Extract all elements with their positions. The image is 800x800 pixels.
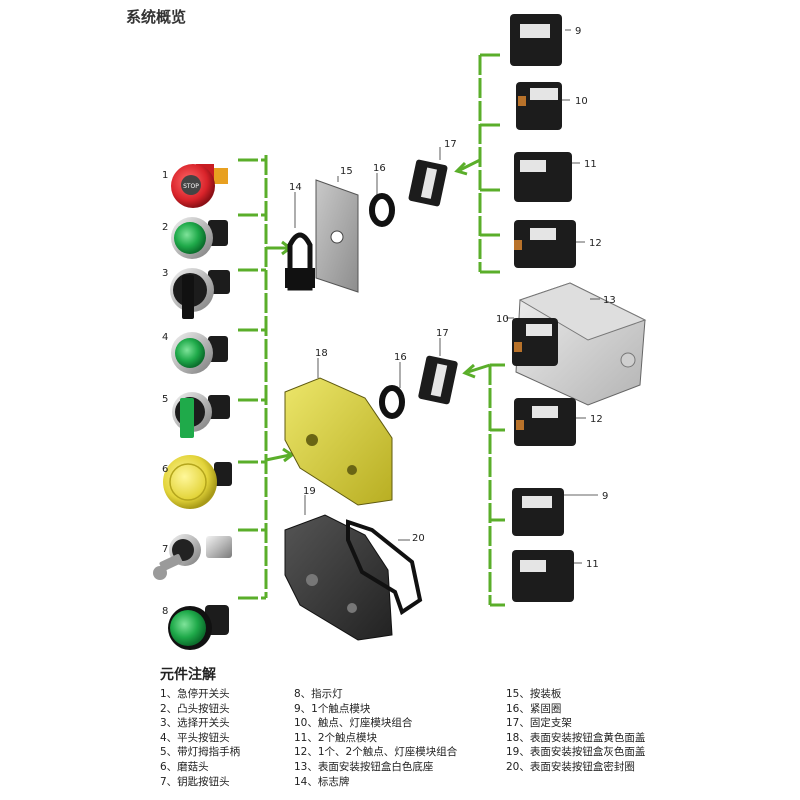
legend-item: 10、触点、灯座模块组合 — [294, 717, 413, 730]
callout-2: 2 — [162, 222, 168, 233]
legend-item: 4、平头按钮头 — [160, 731, 230, 744]
item-7-key-button-head — [153, 534, 232, 580]
legend-item: 3、选择开关头 — [160, 717, 230, 730]
item-11-double-contact-module-bottom — [512, 550, 574, 602]
item-12-contact-lamp-combo-top — [514, 220, 576, 268]
legend-item: 15、按装板 — [506, 688, 562, 700]
callout-11-top: 11 — [584, 159, 597, 170]
system-diagram: STOP — [153, 14, 647, 650]
callout-14: 14 — [289, 182, 302, 193]
item-16-fixing-ring-top — [369, 193, 395, 227]
item-1-emergency-stop-head: STOP — [171, 164, 228, 208]
stop-label: STOP — [183, 183, 199, 190]
legend-item: 11、2个触点模块 — [294, 731, 378, 744]
item-20-seal — [346, 519, 423, 616]
item-16-fixing-ring-bottom — [379, 385, 405, 419]
callout-18: 18 — [315, 348, 328, 359]
callout-17-top: 17 — [444, 139, 457, 150]
callout-15: 15 — [340, 166, 353, 177]
item-10-contact-lamp-module-bottom — [512, 318, 558, 366]
legend-item: 12、1个、2个触点、灯座模块组合 — [294, 746, 458, 759]
callout-9-top: 9 — [575, 26, 581, 37]
callout-12-bottom: 12 — [590, 414, 603, 425]
item-4-flat-button-head — [171, 332, 228, 374]
item-19-grey-cover — [284, 514, 393, 641]
item-18-yellow-cover — [284, 377, 393, 506]
callout-16-top: 16 — [373, 163, 386, 174]
item-11-double-contact-module-top — [514, 152, 572, 202]
item-17-fixing-bracket-top — [408, 159, 448, 207]
callout-1: 1 — [162, 170, 168, 181]
item-9-contact-module-top — [510, 14, 562, 66]
callout-17-bottom: 17 — [436, 328, 449, 339]
legend-item: 14、标志牌 — [294, 775, 350, 788]
legend-item: 20、表面安装按钮盒密封圈 — [506, 760, 635, 773]
legend-item: 2、凸头按钮头 — [160, 702, 230, 715]
legend-item: 5、带灯拇指手柄 — [160, 746, 241, 759]
callout-4: 4 — [162, 332, 168, 343]
legend-item: 16、紧固圈 — [506, 702, 562, 715]
callout-16-bottom: 16 — [394, 352, 407, 363]
legend-item: 19、表面安装按钮盒灰色面盖 — [506, 746, 646, 759]
item-3-selector-switch-head — [170, 268, 230, 319]
legend-column-2: 8、指示灯 9、1个触点模块 10、触点、灯座模块组合 11、2个触点模块 12… — [294, 687, 457, 789]
callout-3: 3 — [162, 268, 168, 279]
page-title: 系统概览 — [126, 8, 187, 26]
callout-11-bottom: 11 — [586, 559, 599, 570]
legend-item: 13、表面安装按钮盒白色底座 — [294, 760, 434, 773]
callout-leaders — [294, 29, 600, 564]
legend-column-3: 15、按装板 16、紧固圈 17、固定支架 18、表面安装按钮盒黄色面盖 19、… — [506, 687, 645, 775]
callout-20: 20 — [412, 533, 425, 544]
callout-19: 19 — [303, 486, 316, 497]
connector-lines — [238, 53, 505, 607]
legend-item: 18、表面安装按钮盒黄色面盖 — [506, 731, 646, 744]
callout-10-bottom: 10 — [496, 314, 509, 325]
legend-column-1: 1、急停开关头 2、凸头按钮头 3、选择开关头 4、平头按钮头 5、带灯拇指手柄… — [160, 687, 240, 789]
item-14-label-plate — [285, 232, 315, 291]
legend-item: 7、钥匙按钮头 — [160, 775, 230, 788]
item-13-white-base — [515, 282, 647, 406]
item-5-illuminated-thumb-handle — [172, 392, 230, 438]
legend-item: 1、急停开关头 — [160, 688, 230, 700]
callout-8: 8 — [162, 606, 168, 617]
callout-10-top: 10 — [575, 96, 588, 107]
item-9-contact-module-bottom — [512, 488, 564, 536]
item-8-pilot-light — [168, 605, 229, 650]
item-6-mushroom-head — [163, 455, 232, 509]
callout-5: 5 — [162, 394, 168, 405]
callout-numbers: 1 2 3 4 5 6 7 8 9 10 11 12 13 14 15 16 1… — [162, 26, 616, 617]
callout-9-bottom: 9 — [602, 491, 608, 502]
legend-item: 9、1个触点模块 — [294, 702, 371, 715]
item-10-contact-lamp-module-top — [516, 82, 562, 130]
item-12-contact-lamp-combo-bottom — [514, 398, 576, 446]
callout-7: 7 — [162, 544, 168, 555]
callout-13: 13 — [603, 295, 616, 306]
legend-item: 17、固定支架 — [506, 717, 572, 730]
legend-item: 8、指示灯 — [294, 688, 343, 700]
item-15-mounting-plate — [315, 179, 359, 293]
item-2-raised-button-head — [171, 217, 228, 259]
legend-item: 6、磨菇头 — [160, 760, 209, 773]
callout-6: 6 — [162, 464, 168, 475]
legend-title: 元件注解 — [160, 667, 216, 683]
item-17-fixing-bracket-bottom — [418, 355, 458, 405]
callout-12-top: 12 — [589, 238, 602, 249]
